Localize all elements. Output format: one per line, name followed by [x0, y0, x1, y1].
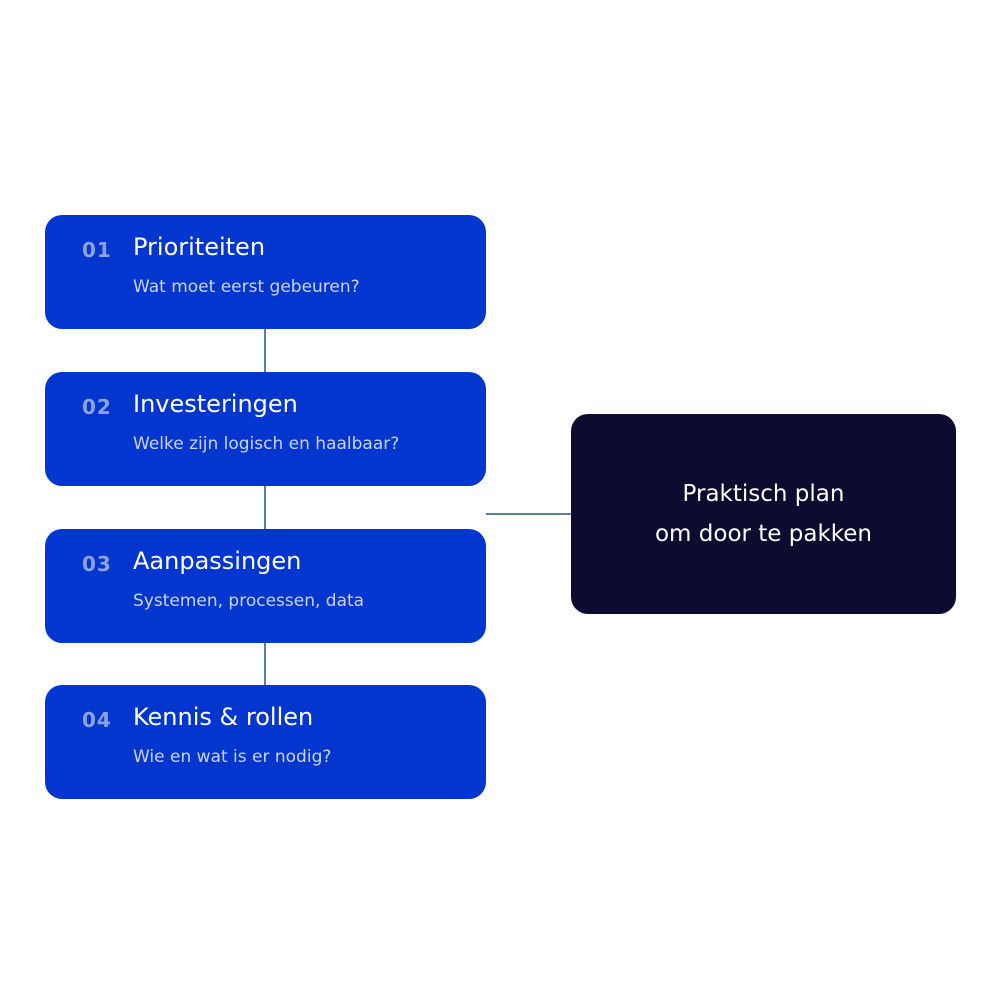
- step-subtitle: Wat moet eerst gebeuren?: [133, 277, 360, 297]
- step-title: Prioriteiten: [133, 233, 266, 261]
- step-number: 01: [82, 238, 112, 262]
- step-card-prioriteiten: 01 Prioriteiten Wat moet eerst gebeuren?: [45, 215, 486, 329]
- step-subtitle: Welke zijn logisch en haalbaar?: [133, 434, 400, 454]
- step-card-investeringen: 02 Investeringen Welke zijn logisch en h…: [45, 372, 486, 486]
- step-title: Investeringen: [133, 390, 298, 418]
- step-card-kennis-rollen: 04 Kennis & rollen Wie en wat is er nodi…: [45, 685, 486, 799]
- step-number: 04: [82, 708, 112, 732]
- result-card: Praktisch plan om door te pakken: [571, 414, 956, 614]
- step-number: 03: [82, 552, 112, 576]
- step-number: 02: [82, 395, 112, 419]
- step-title: Aanpassingen: [133, 547, 302, 575]
- step-subtitle: Systemen, processen, data: [133, 591, 365, 611]
- step-subtitle: Wie en wat is er nodig?: [133, 747, 332, 767]
- result-line: Praktisch plan: [682, 481, 845, 507]
- step-title: Kennis & rollen: [133, 703, 314, 731]
- step-card-aanpassingen: 03 Aanpassingen Systemen, processen, dat…: [45, 529, 486, 643]
- result-line: om door te pakken: [654, 521, 873, 547]
